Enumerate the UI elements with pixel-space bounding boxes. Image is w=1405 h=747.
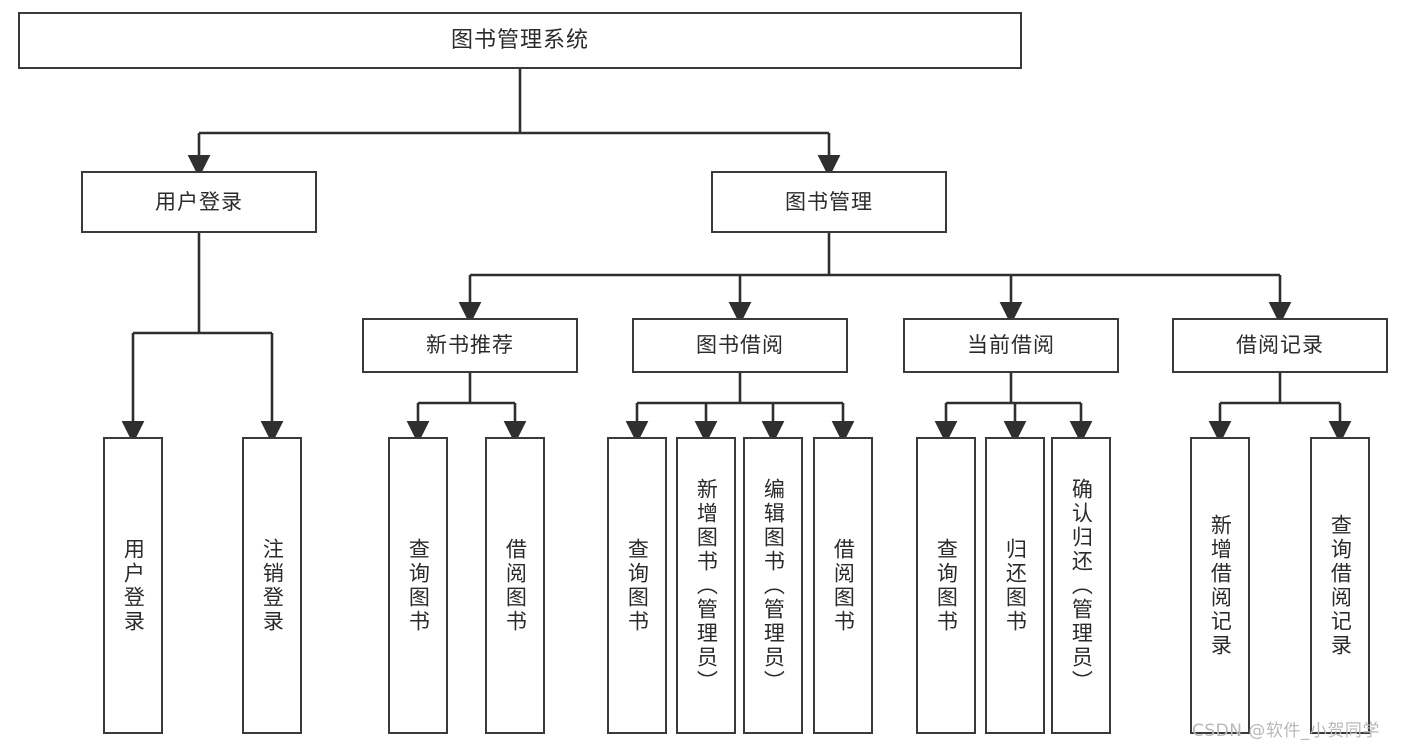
node-leaf-query-books-current[interactable]: 查询图书 <box>916 437 976 734</box>
node-level3-borrow-records[interactable]: 借阅记录 <box>1172 318 1388 373</box>
node-root[interactable]: 图书管理系统 <box>18 12 1022 69</box>
node-level3-new-book-recommend[interactable]: 新书推荐 <box>362 318 578 373</box>
node-level3-book-borrow[interactable]: 图书借阅 <box>632 318 848 373</box>
node-leaf-label: 确认归还（管理员） <box>1069 477 1094 694</box>
node-leaf-label: 查询图书 <box>406 537 431 634</box>
node-leaf-add-borrow-record[interactable]: 新增借阅记录 <box>1190 437 1250 734</box>
node-leaf-label: 查询借阅记录 <box>1328 513 1353 658</box>
node-leaf-label: 查询图书 <box>934 537 959 634</box>
node-leaf-borrow-books-recommend[interactable]: 借阅图书 <box>485 437 545 734</box>
node-leaf-label: 查询图书 <box>625 537 650 634</box>
node-leaf-label: 归还图书 <box>1003 537 1028 634</box>
csdn-watermark: CSDN @软件_小贺同学 <box>1192 721 1380 741</box>
node-leaf-label: 编辑图书（管理员） <box>761 477 786 694</box>
node-leaf-label: 借阅图书 <box>503 537 528 634</box>
node-leaf-query-books-recommend[interactable]: 查询图书 <box>388 437 448 734</box>
node-leaf-borrow-books[interactable]: 借阅图书 <box>813 437 873 734</box>
node-leaf-label: 新增图书（管理员） <box>694 477 719 694</box>
node-leaf-label: 借阅图书 <box>831 537 856 634</box>
node-leaf-label: 注销登录 <box>260 537 285 634</box>
node-leaf-confirm-return-admin[interactable]: 确认归还（管理员） <box>1051 437 1111 734</box>
node-leaf-logout[interactable]: 注销登录 <box>242 437 302 734</box>
node-level2-book-management[interactable]: 图书管理 <box>711 171 947 233</box>
node-leaf-label: 用户登录 <box>121 537 146 634</box>
node-leaf-query-books-borrow[interactable]: 查询图书 <box>607 437 667 734</box>
node-leaf-query-borrow-record[interactable]: 查询借阅记录 <box>1310 437 1370 734</box>
node-level2-user-login[interactable]: 用户登录 <box>81 171 317 233</box>
node-leaf-add-book-admin[interactable]: 新增图书（管理员） <box>676 437 736 734</box>
node-leaf-return-books[interactable]: 归还图书 <box>985 437 1045 734</box>
node-level3-current-borrow[interactable]: 当前借阅 <box>903 318 1119 373</box>
node-leaf-edit-book-admin[interactable]: 编辑图书（管理员） <box>743 437 803 734</box>
node-leaf-label: 新增借阅记录 <box>1208 513 1233 658</box>
node-leaf-user-login[interactable]: 用户登录 <box>103 437 163 734</box>
